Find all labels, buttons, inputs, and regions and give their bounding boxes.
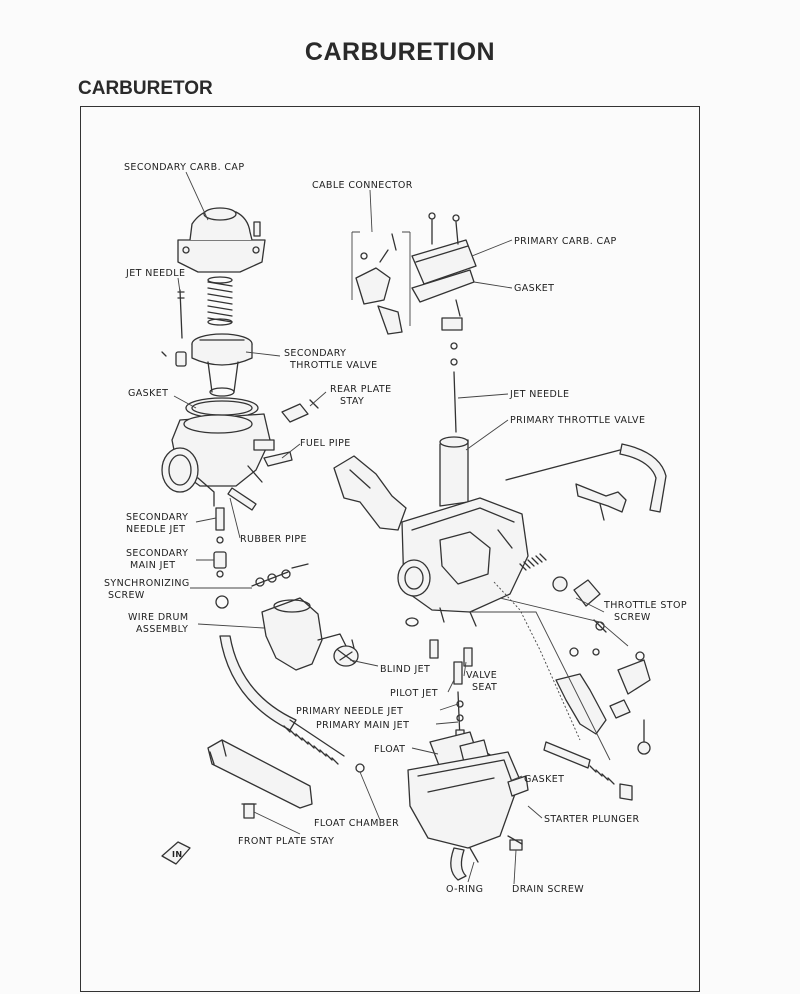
label-wire-drum-assembly-2: ASSEMBLY — [136, 624, 188, 635]
secondary-carb-cap — [177, 207, 266, 273]
label-cable-connector: CABLE CONNECTOR — [312, 180, 413, 191]
label-secondary-needle-jet-2: NEEDLE JET — [126, 524, 185, 535]
overflow-hose — [219, 635, 297, 731]
label-secondary-throttle-valve-1: SECONDARY — [284, 348, 346, 359]
section-title: CARBURETOR — [78, 78, 213, 99]
label-gasket-top: GASKET — [514, 283, 554, 294]
label-secondary-carb-cap: SECONDARY CARB. CAP — [124, 162, 244, 173]
cable-connector — [351, 231, 411, 335]
label-primary-needle-jet: PRIMARY NEEDLE JET — [296, 706, 403, 717]
throttle-lever-plate — [555, 647, 651, 755]
label-valve-seat-1: VALVE — [466, 670, 497, 681]
float-chamber — [407, 731, 529, 863]
label-throttle-stop-screw-1: THROTTLE STOP — [603, 600, 687, 611]
label-drain-screw: DRAIN SCREW — [512, 884, 584, 895]
label-gasket-bottom: GASKET — [524, 774, 564, 785]
label-float: FLOAT — [374, 744, 405, 755]
fuel-pipe — [263, 451, 293, 467]
label-starter-plunger: STARTER PLUNGER — [544, 814, 640, 825]
insulator — [333, 455, 407, 531]
rubber-pipe — [227, 487, 257, 511]
label-fuel-pipe: FUEL PIPE — [300, 438, 351, 449]
secondary-throttle-valve — [161, 333, 253, 397]
label-wire-drum-assembly-1: WIRE DRUM — [128, 612, 188, 623]
label-blind-jet: BLIND JET — [380, 664, 430, 675]
label-secondary-needle-jet-1: SECONDARY — [126, 512, 188, 523]
diagram-frame — [80, 106, 700, 992]
label-valve-seat-2: SEAT — [472, 682, 497, 693]
label-float-chamber: FLOAT CHAMBER — [314, 818, 399, 829]
label-primary-throttle-valve: PRIMARY THROTTLE VALVE — [510, 415, 645, 426]
spring — [207, 276, 233, 326]
label-jet-needle-left: JET NEEDLE — [125, 268, 185, 279]
label-jet-needle-right: JET NEEDLE — [509, 389, 569, 400]
label-synchronizing-screw-2: SCREW — [108, 590, 145, 601]
primary-carb-cap — [411, 212, 477, 303]
wire-drum-assembly — [261, 597, 359, 671]
label-secondary-main-jet-1: SECONDARY — [126, 548, 188, 559]
label-rear-plate-stay-2: STAY — [340, 396, 364, 407]
rear-plate-stay — [281, 399, 319, 423]
label-gasket-left: GASKET — [128, 388, 168, 399]
label-synchronizing-screw-1: SYNCHRONIZING — [104, 578, 190, 589]
synchronizing-screw-parts — [215, 563, 309, 609]
drain-hose — [450, 847, 467, 881]
starter-spring — [283, 719, 365, 773]
primary-carb-body — [397, 497, 529, 627]
jet-needle-left — [177, 289, 185, 339]
label-primary-main-jet: PRIMARY MAIN JET — [316, 720, 409, 731]
secondary-carb-body — [161, 397, 275, 507]
label-primary-carb-cap: PRIMARY CARB. CAP — [514, 236, 617, 247]
label-throttle-stop-screw-2: SCREW — [614, 612, 651, 623]
starter-plunger — [543, 741, 633, 801]
label-rubber-pipe: RUBBER PIPE — [240, 534, 307, 545]
page-title: CARBURETION — [304, 38, 496, 66]
primary-throttle-valve — [439, 299, 469, 507]
label-secondary-throttle-valve-2: THROTTLE VALVE — [289, 360, 378, 371]
label-o-ring: O-RING — [446, 884, 483, 895]
starter-linkage — [505, 443, 667, 521]
secondary-jets — [213, 507, 227, 578]
label-secondary-main-jet-2: MAIN JET — [130, 560, 175, 571]
in-arrow: IN — [161, 841, 191, 865]
label-rear-plate-stay-1: REAR PLATE — [330, 384, 392, 395]
in-arrow-label: IN — [172, 850, 182, 859]
front-plate-stay — [207, 739, 313, 819]
label-front-plate-stay: FRONT PLATE STAY — [238, 836, 334, 847]
label-pilot-jet: PILOT JET — [390, 688, 438, 699]
